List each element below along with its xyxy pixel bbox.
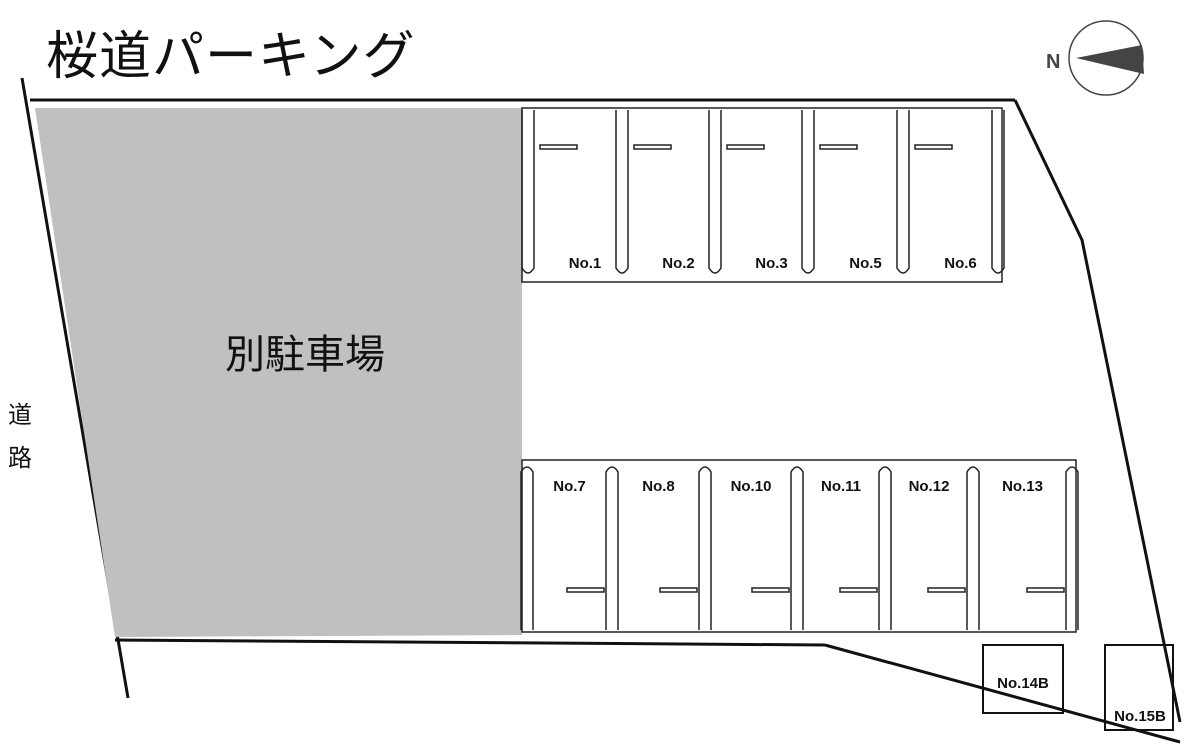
stall-label: No.11	[821, 478, 861, 495]
stall-label: No.15B	[1114, 708, 1166, 725]
stall-divider	[966, 466, 980, 630]
wheel-stop	[659, 587, 698, 593]
stall-label: No.10	[731, 478, 772, 495]
stall-label: No.14B	[997, 675, 1049, 692]
stall-divider	[801, 110, 815, 274]
road-label-2: 路	[8, 444, 32, 472]
north-arrow-icon: N	[1046, 20, 1144, 96]
stall-divider	[605, 466, 619, 630]
stall-15b	[1104, 644, 1174, 731]
wheel-stop	[914, 144, 953, 150]
wheel-stop	[1026, 587, 1065, 593]
stall-label: No.5	[849, 255, 882, 272]
stall-divider	[790, 466, 804, 630]
wheel-stop	[839, 587, 878, 593]
compass-letter: N	[1046, 51, 1060, 73]
stall-divider	[698, 466, 712, 630]
wheel-stop	[633, 144, 672, 150]
other-parking-label: 別駐車場	[225, 332, 385, 378]
stall-label: No.12	[909, 478, 950, 495]
stall-divider	[708, 110, 722, 274]
stall-divider	[878, 466, 892, 630]
stall-label: No.3	[755, 255, 788, 272]
stall-label: No.13	[1002, 478, 1043, 495]
other-parking-area	[35, 108, 522, 637]
stall-divider	[615, 110, 629, 274]
wheel-stop	[819, 144, 858, 150]
stall-divider	[1065, 466, 1079, 630]
wheel-stop	[927, 587, 966, 593]
road-label-1: 道	[8, 401, 32, 429]
stall-divider	[896, 110, 910, 274]
stall-divider	[520, 466, 534, 630]
wheel-stop	[726, 144, 765, 150]
stall-label: No.2	[662, 255, 695, 272]
stall-14b	[982, 644, 1064, 714]
wheel-stop	[566, 587, 605, 593]
stall-label: No.8	[642, 478, 675, 495]
stall-divider	[521, 110, 535, 274]
stall-label: No.6	[944, 255, 977, 272]
stall-divider	[991, 110, 1005, 274]
wheel-stop	[751, 587, 790, 593]
bottom-stall-row	[521, 459, 1077, 633]
page-title: 桜道パーキング	[46, 27, 416, 87]
stall-label: No.7	[553, 478, 586, 495]
stall-label: No.1	[569, 255, 602, 272]
wheel-stop	[539, 144, 578, 150]
